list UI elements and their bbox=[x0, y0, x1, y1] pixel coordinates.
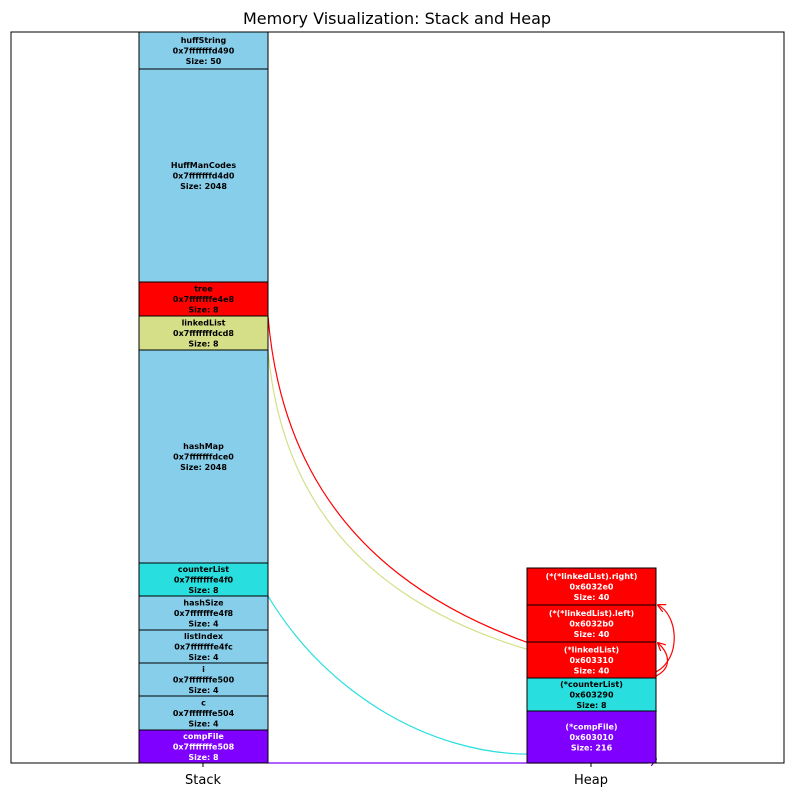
heap-axis-label: Heap bbox=[574, 773, 608, 788]
stack-block-name: c bbox=[201, 699, 206, 708]
stack-block-address: 0x7fffffffe4fc bbox=[174, 643, 233, 652]
stack-block-address: 0x7fffffffe504 bbox=[173, 709, 235, 718]
stack-block-size: Size: 8 bbox=[188, 340, 219, 349]
stack-block-name: hashMap bbox=[183, 442, 224, 451]
heap-block-address: 0x603010 bbox=[569, 733, 614, 742]
stack-block-rect bbox=[138, 629, 269, 664]
stack-block-rect bbox=[138, 695, 269, 731]
stack-block-address: 0x7fffffffe500 bbox=[173, 676, 235, 685]
heap-block-size: Size: 216 bbox=[571, 744, 613, 753]
heap-block-name: (*(*linkedList).right) bbox=[546, 572, 638, 581]
heap-block-rect bbox=[526, 710, 657, 764]
stack-block-rect bbox=[138, 595, 269, 631]
stack-block-address: 0x7fffffffe4e8 bbox=[173, 295, 235, 304]
pointer-arrow-6 bbox=[655, 605, 675, 673]
heap-block-name: (*(*linkedList).left) bbox=[549, 609, 634, 618]
heap-block-rect bbox=[526, 641, 657, 679]
stack-block-rect bbox=[138, 562, 269, 597]
stack-block-size: Size: 50 bbox=[186, 57, 222, 66]
stack-block-rect bbox=[138, 349, 269, 564]
stack-block-size: Size: 8 bbox=[188, 586, 219, 595]
heap-block-size: Size: 40 bbox=[574, 593, 610, 602]
heap-block-rect bbox=[526, 677, 657, 712]
stack-block-name: linkedList bbox=[182, 319, 226, 328]
stack-block-name: listIndex bbox=[184, 632, 224, 641]
stack-block-address: 0x7fffffffd4d0 bbox=[173, 172, 235, 181]
heap-block-address: 0x603290 bbox=[569, 691, 614, 700]
stack-block-name: i bbox=[202, 665, 205, 674]
heap-block-size: Size: 8 bbox=[576, 701, 607, 710]
heap-block-rect bbox=[526, 567, 657, 606]
stack-block-address: 0x7fffffffdce0 bbox=[173, 453, 234, 462]
stack-axis-label: Stack bbox=[185, 773, 221, 788]
stack-block-address: 0x7fffffffe4f8 bbox=[174, 609, 234, 618]
plot-frame bbox=[10, 31, 785, 764]
stack-block-name: HuffManCodes bbox=[171, 161, 236, 170]
stack-block-name: huffString bbox=[181, 36, 227, 45]
heap-block-address: 0x6032e0 bbox=[570, 583, 614, 592]
heap-block-name: (*compFile) bbox=[565, 723, 617, 732]
stack-block-rect bbox=[138, 315, 269, 351]
stack-block-address: 0x7fffffffd490 bbox=[173, 47, 235, 56]
stack-block-size: Size: 4 bbox=[188, 653, 219, 662]
heap-block-name: (*linkedList) bbox=[564, 646, 619, 655]
stack-block-address: 0x7fffffffe508 bbox=[173, 743, 235, 752]
heap-block-size: Size: 40 bbox=[574, 667, 610, 676]
stack-block-size: Size: 8 bbox=[188, 306, 219, 315]
stack-block-name: hashSize bbox=[183, 599, 224, 608]
heap-block-address: 0x603310 bbox=[569, 656, 614, 665]
stack-block-size: Size: 8 bbox=[188, 753, 219, 762]
stack-block-size: Size: 2048 bbox=[180, 182, 227, 191]
stack-block-size: Size: 2048 bbox=[180, 463, 227, 472]
stack-block-size: Size: 4 bbox=[188, 720, 219, 729]
stack-block-address: 0x7fffffffe4f0 bbox=[174, 576, 234, 585]
stack-block-rect bbox=[138, 729, 269, 764]
stack-block-rect bbox=[138, 281, 269, 317]
stack-block-name: compFile bbox=[183, 732, 224, 741]
heap-block-size: Size: 40 bbox=[574, 630, 610, 639]
stack-block-name: counterList bbox=[178, 565, 229, 574]
heap-block-name: (*counterList) bbox=[560, 680, 623, 689]
chart-title: Memory Visualization: Stack and Heap bbox=[243, 9, 551, 28]
stack-block-address: 0x7fffffffdcd8 bbox=[173, 329, 234, 338]
stack-block-rect bbox=[138, 68, 269, 283]
stack-block-size: Size: 4 bbox=[188, 686, 219, 695]
heap-block-rect bbox=[526, 604, 657, 643]
stack-block-name: tree bbox=[194, 285, 213, 294]
stack-block-size: Size: 4 bbox=[188, 620, 219, 629]
heap-block-address: 0x6032b0 bbox=[569, 620, 614, 629]
